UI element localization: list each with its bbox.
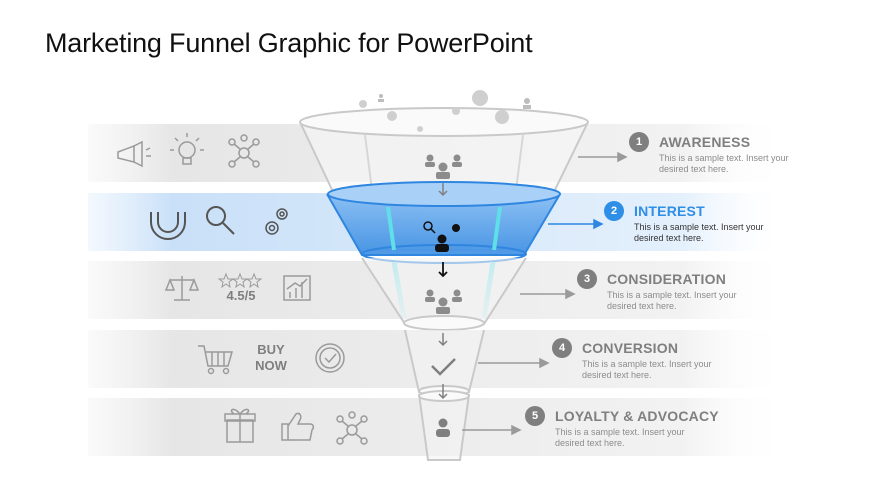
scale-icon — [164, 276, 200, 301]
stage-title: AWARENESS — [659, 134, 751, 150]
magnet-icon — [150, 212, 186, 240]
stage-description: This is a sample text. Insert your desir… — [607, 290, 737, 311]
funnel-balls — [359, 90, 509, 132]
network-icon — [336, 411, 368, 445]
stage-arrows — [462, 151, 628, 436]
stage-description: This is a sample text. Insert your desir… — [555, 427, 685, 448]
stage-consideration: 3 CONSIDERATION This is a sample text. I… — [577, 268, 737, 312]
funnel — [299, 107, 589, 461]
group-icon — [425, 154, 462, 179]
buy-now-icon: BUY NOW — [248, 342, 294, 374]
network-icon — [228, 134, 260, 168]
stage-description: This is a sample text. Insert your desir… — [634, 222, 764, 243]
stage-description: This is a sample text. Insert your desir… — [582, 359, 712, 380]
arrow-down-icon — [438, 333, 448, 347]
buy-now-line2: NOW — [255, 358, 287, 373]
badge-check-icon — [315, 343, 345, 373]
rating-text: 4.5/5 — [226, 288, 256, 303]
buy-now-line1: BUY — [257, 342, 285, 357]
stage-interest: 2 INTEREST This is a sample text. Insert… — [604, 200, 764, 244]
thumbs-up-icon — [281, 412, 315, 441]
arrow-down-icon — [438, 183, 448, 197]
stage-number-badge: 1 — [629, 132, 649, 152]
gift-icon — [224, 408, 256, 443]
search-gear-user-icon — [423, 221, 460, 252]
stage-number-badge: 2 — [604, 201, 624, 221]
gears-icon — [265, 208, 288, 235]
stage-title: INTEREST — [634, 203, 705, 219]
person-icon — [436, 418, 450, 437]
stage-title: CONVERSION — [582, 340, 679, 356]
arrow-down-icon — [438, 384, 448, 400]
stage-title: LOYALTY & ADVOCACY — [555, 408, 719, 424]
magnifier-icon — [206, 206, 235, 235]
stage-awareness: 1 AWARENESS This is a sample text. Inser… — [629, 131, 789, 175]
stage-description: This is a sample text. Insert your desir… — [659, 153, 789, 174]
arrow-down-icon — [438, 262, 448, 278]
lightbulb-icon — [170, 133, 204, 165]
group-icon — [425, 289, 462, 314]
slide-title: Marketing Funnel Graphic for PowerPoint — [45, 28, 533, 58]
rating-icon — [217, 272, 263, 289]
stage-number-badge: 3 — [577, 269, 597, 289]
checkmark-icon — [431, 358, 456, 376]
megaphone-icon — [117, 140, 151, 168]
stage-number-badge: 4 — [552, 338, 572, 358]
stage-title: CONSIDERATION — [607, 271, 727, 287]
person-icon — [378, 94, 531, 109]
stage-conversion: 4 CONVERSION This is a sample text. Inse… — [552, 337, 712, 381]
stage-loyalty-advocacy: 5 LOYALTY & ADVOCACY This is a sample te… — [525, 405, 719, 449]
cart-icon — [198, 345, 233, 375]
stage-number-badge: 5 — [525, 406, 545, 426]
bar-chart-icon — [283, 275, 311, 301]
